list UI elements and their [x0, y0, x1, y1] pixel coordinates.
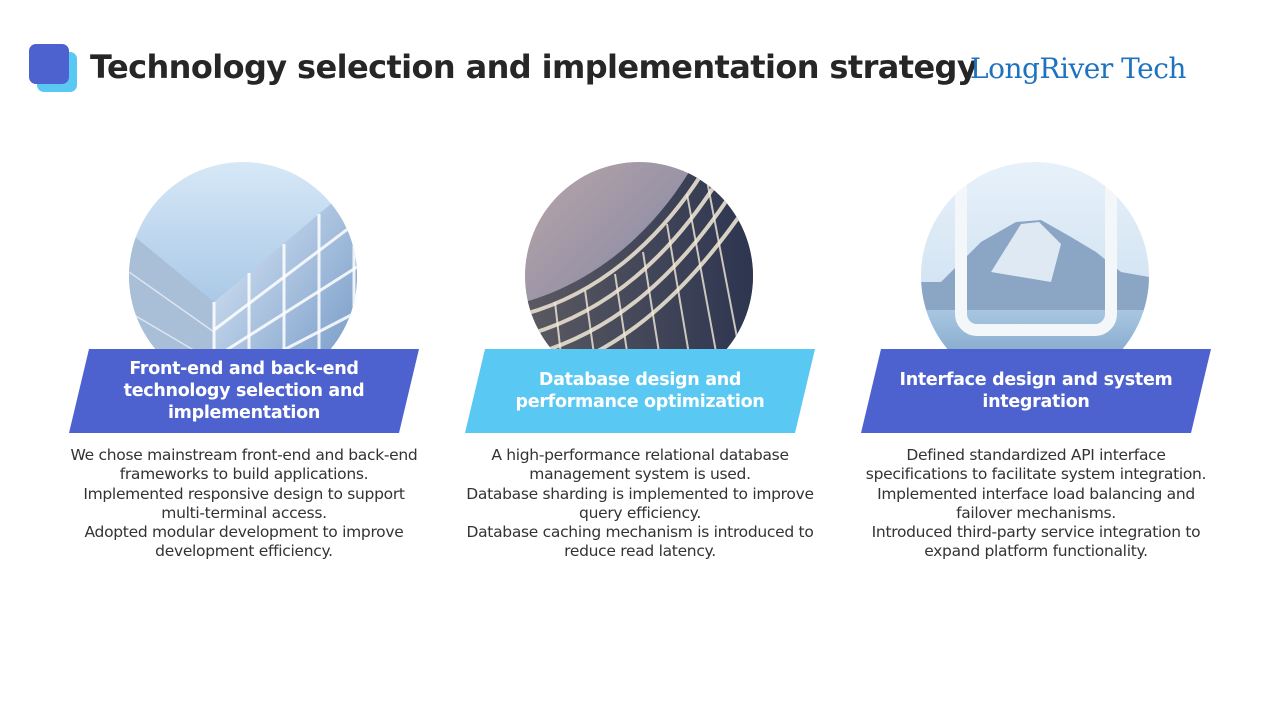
card-line: We chose mainstream front-end and back-e…	[70, 446, 418, 484]
card-database: Database design and performance optimiza…	[465, 162, 815, 602]
card-line: Database sharding is implemented to impr…	[466, 484, 814, 522]
page-title: Technology selection and implementation …	[90, 48, 978, 86]
card-line: Implemented interface load balancing and…	[877, 484, 1195, 522]
card-heading: Front-end and back-end technology select…	[123, 359, 365, 423]
card-banner: Database design and performance optimiza…	[465, 349, 815, 433]
card-heading: Database design and performance optimiza…	[515, 370, 765, 412]
card-line: Adopted modular development to improve d…	[84, 523, 404, 561]
card-description: We chose mainstream front-end and back-e…	[69, 446, 419, 562]
card-description: Defined standardized API interface speci…	[861, 446, 1211, 562]
card-interface: Interface design and system integration …	[861, 162, 1211, 602]
card-description: A high-performance relational database m…	[465, 446, 815, 562]
card-line: A high-performance relational database m…	[491, 446, 789, 484]
logo-icon	[29, 44, 79, 94]
card-line: Database caching mechanism is introduced…	[466, 523, 814, 561]
card-line: Defined standardized API interface speci…	[865, 446, 1207, 484]
card-line: Introduced third-party service integrati…	[871, 523, 1201, 561]
card-banner: Front-end and back-end technology select…	[69, 349, 419, 433]
card-frontend-backend: Front-end and back-end technology select…	[69, 162, 419, 602]
card-heading: Interface design and system integration	[899, 370, 1173, 412]
card-line: Implemented responsive design to support…	[83, 484, 405, 522]
card-banner: Interface design and system integration	[861, 349, 1211, 433]
brand-name: LongRiver Tech	[970, 52, 1186, 85]
